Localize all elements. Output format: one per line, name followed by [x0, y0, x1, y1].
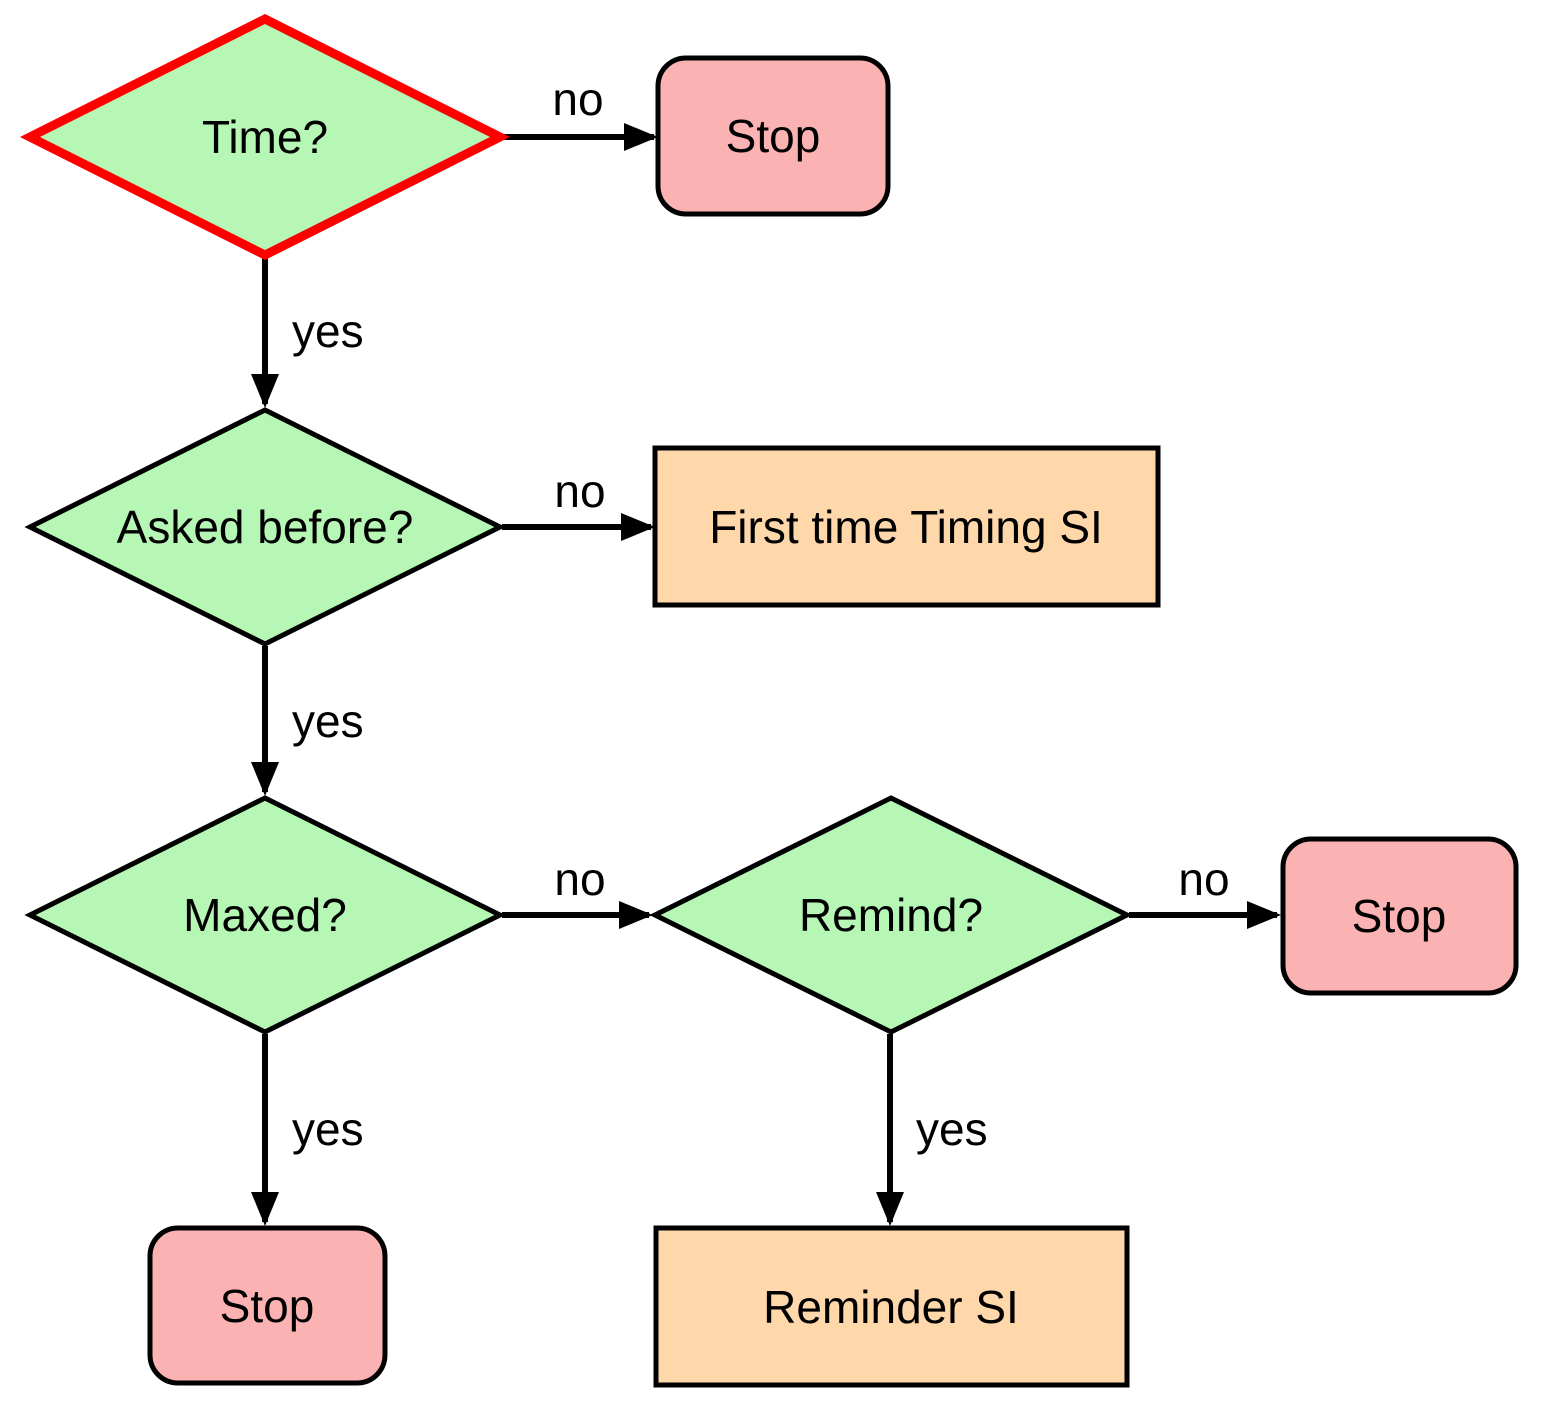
decision-maxed-label: Maxed? [183, 889, 347, 941]
terminal-stop-top: Stop [655, 55, 891, 217]
process-first-time-timing-si-shape [652, 445, 1161, 608]
decision-remind: Remind? [649, 795, 1133, 1035]
terminal-stop-bottom-label: Stop [220, 1280, 315, 1332]
decision-remind-shape [649, 795, 1133, 1035]
edge-label-time-yes: yes [292, 305, 364, 357]
edge-label-asked-yes: yes [292, 695, 364, 747]
edge-label-time-no: no [552, 73, 603, 125]
terminal-stop-bottom: Stop [147, 1225, 388, 1386]
decision-maxed-shape [24, 795, 506, 1035]
process-reminder-si: Reminder SI [653, 1225, 1130, 1388]
edge-label-remind-no: no [1178, 853, 1229, 905]
decision-asked-before-shape [24, 407, 506, 647]
process-reminder-si-label: Reminder SI [763, 1281, 1019, 1333]
terminal-stop-top-label: Stop [726, 110, 821, 162]
decision-asked-before-label: Asked before? [117, 501, 414, 553]
terminal-stop-top-shape [655, 55, 891, 217]
edges: no yes no yes no yes no yes [251, 73, 1281, 1226]
edge-label-remind-yes: yes [916, 1103, 988, 1155]
terminal-stop-right-label: Stop [1352, 890, 1447, 942]
edge-label-maxed-no: no [554, 853, 605, 905]
decision-time-shape [19, 13, 511, 261]
terminal-stop-right: Stop [1280, 836, 1519, 996]
nodes: Time? Stop Asked before? First time Timi… [19, 13, 1519, 1388]
terminal-stop-bottom-shape [147, 1225, 388, 1386]
process-first-time-timing-si-label: First time Timing SI [709, 501, 1103, 553]
edge-label-maxed-yes: yes [292, 1103, 364, 1155]
decision-asked-before: Asked before? [24, 407, 506, 647]
terminal-stop-right-shape [1280, 836, 1519, 996]
process-reminder-si-shape [653, 1225, 1130, 1388]
decision-remind-label: Remind? [799, 889, 983, 941]
edge-label-asked-no: no [554, 465, 605, 517]
decision-maxed: Maxed? [24, 795, 506, 1035]
process-first-time-timing-si: First time Timing SI [652, 445, 1161, 608]
decision-time: Time? [19, 13, 511, 261]
decision-time-label: Time? [202, 111, 328, 163]
